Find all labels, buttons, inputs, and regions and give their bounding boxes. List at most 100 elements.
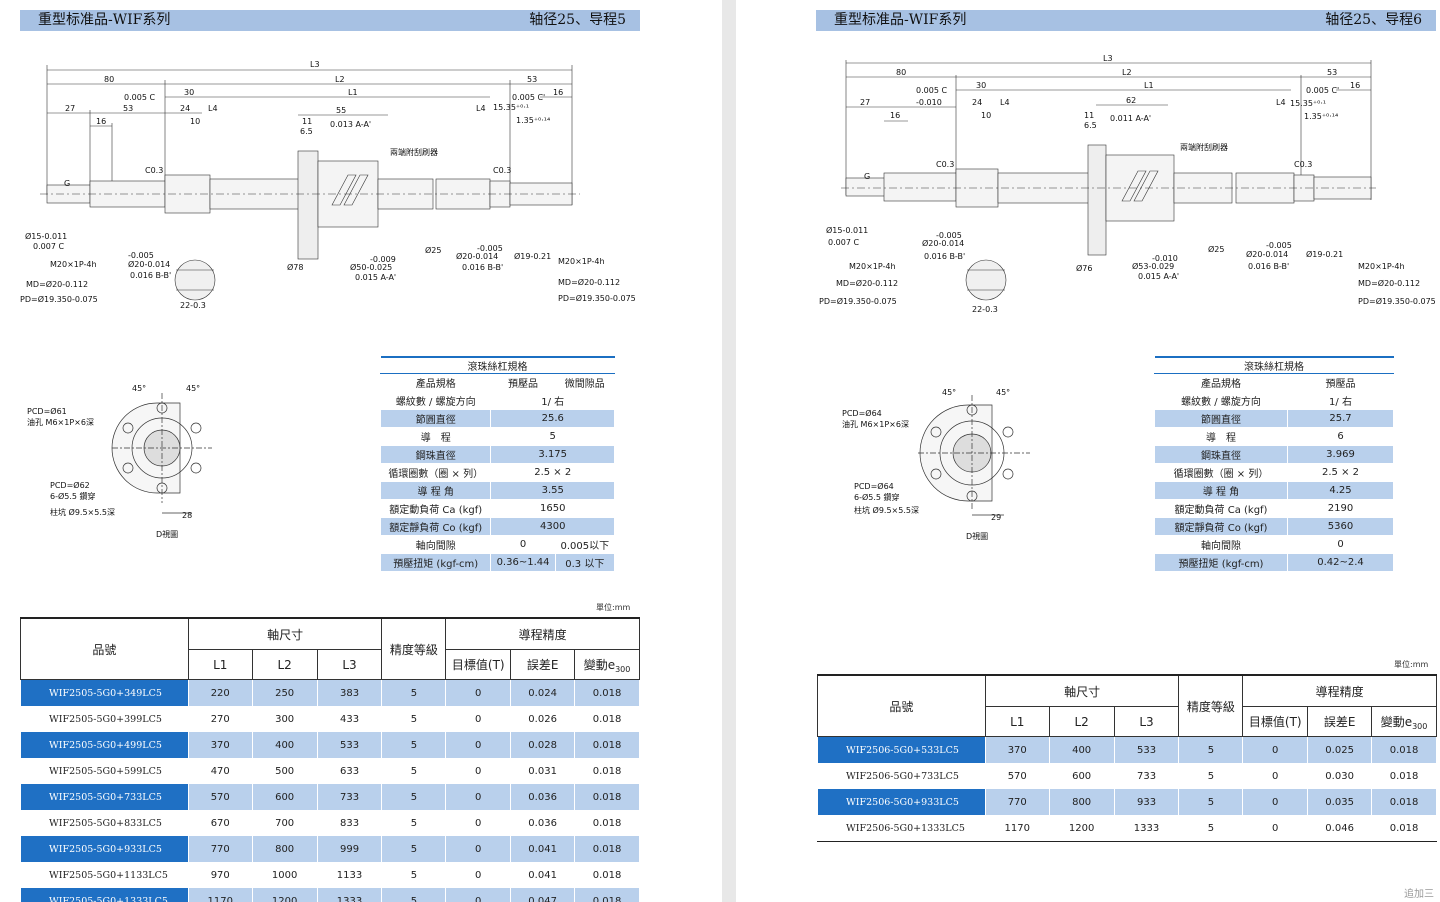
spec-value: 0	[490, 535, 556, 554]
col-variation-label: 變動e	[1380, 714, 1413, 729]
runout-aa: 0.015 A-A'	[355, 273, 396, 282]
cell: 0.018	[574, 679, 640, 706]
cell: 800	[1048, 789, 1115, 815]
cell: 0	[445, 758, 512, 784]
cell: 5	[381, 836, 447, 862]
cell: 1000	[251, 862, 318, 888]
spec-value: 2.5 × 2	[490, 463, 615, 482]
cell: 5	[1178, 736, 1244, 763]
wiper-note: 兩端附刮刷器	[1180, 142, 1228, 152]
cell: 0.035	[1307, 789, 1373, 815]
col-L3: L3	[1113, 706, 1180, 737]
tol-1-35: 1.35⁺⁰·¹⁴	[516, 116, 550, 125]
cell: 0.018	[574, 784, 640, 810]
tol-rt2: 0.011 A-A'	[1110, 114, 1151, 123]
tol-15-35: 15.35⁺⁰·¹	[493, 103, 529, 112]
cell: 0.025	[1307, 736, 1373, 763]
ball-screw-drawing: L3 80 L2 53 30 L1 16 27 -0.010 24 L4 62 …	[816, 55, 1440, 315]
col-lead-accuracy: 導程精度	[445, 617, 640, 650]
spec-value: 1/ 右	[490, 391, 615, 410]
md-dia-right: MD=Ø20-0.112	[1358, 278, 1420, 288]
cell: 0.028	[510, 732, 576, 758]
cell: 5	[381, 888, 447, 902]
oil-hole: 油孔 M6×1P×6深	[842, 419, 909, 429]
spec-value: 0.42~2.4	[1287, 553, 1394, 572]
spec-value: 5360	[1287, 517, 1394, 536]
dim-24: 24	[972, 98, 982, 107]
dim-11: 11	[1084, 111, 1094, 120]
col-L2: L2	[1048, 706, 1115, 737]
md-dia: MD=Ø20-0.112	[26, 279, 88, 289]
dim-L2: L2	[335, 75, 345, 84]
cell-part: WIF2505-5G0+399LC5	[20, 706, 189, 732]
tol-rt2: 0.013 A-A'	[330, 120, 371, 129]
cell: 1333	[1113, 815, 1180, 842]
watermark: 追加三	[1404, 889, 1434, 900]
cell: 570	[984, 763, 1050, 789]
cell: 1170	[984, 815, 1050, 842]
col-L1: L1	[187, 649, 253, 680]
chamfer-c03-right: C0.3	[1294, 160, 1312, 169]
cell: 533	[316, 732, 383, 758]
grind-mark: G	[64, 179, 70, 188]
header-spec: 轴径25、导程5	[529, 12, 626, 28]
cell: 5	[381, 679, 447, 706]
cell: 0.018	[1371, 736, 1437, 763]
cell: 600	[251, 784, 318, 810]
md-dia-right: MD=Ø20-0.112	[558, 277, 620, 287]
spec-caption: 滾珠絲杠規格	[380, 356, 615, 374]
dim-53a: 53	[527, 75, 537, 84]
dim-80: 80	[104, 75, 114, 84]
spec-value: 0	[1287, 535, 1394, 554]
spec-header-clearance: 微間隙品	[554, 373, 616, 392]
cell: 570	[187, 784, 253, 810]
perp-tol: 0.007 C	[33, 242, 64, 251]
spec-value: 6	[1287, 427, 1394, 446]
d-view-label: D視圖	[156, 530, 178, 539]
cell: 1170	[187, 888, 253, 902]
spec-caption: 滾珠絲杠規格	[1154, 356, 1394, 374]
cell: 0.036	[510, 810, 576, 836]
d53-lower: -0.010	[1152, 254, 1178, 263]
spec-label: 節圓直徑	[1154, 409, 1288, 428]
d19: Ø19-0.21	[1306, 249, 1343, 259]
cell: 800	[251, 836, 318, 862]
cell: 270	[187, 706, 253, 732]
col-target: 目標值(T)	[445, 649, 512, 680]
thread-m20-right: M20×1P-4h	[558, 257, 605, 266]
spec-value: 3.175	[490, 445, 615, 464]
spec-label: 導 程	[1154, 427, 1288, 446]
cell-part: WIF2505-5G0+933LC5	[20, 836, 189, 862]
spec-value: 1/ 右	[1287, 391, 1394, 410]
cell: 770	[984, 789, 1050, 815]
flange-d78: Ø78	[287, 262, 303, 272]
cell: 733	[316, 784, 383, 810]
col-grade: 精度等級	[381, 617, 447, 680]
spec-value: 25.7	[1287, 409, 1394, 428]
shaft-end-diameter: Ø15-0.011	[25, 231, 67, 241]
nut-d50: Ø50-0.025	[350, 262, 392, 272]
spec-label: 循環圈數（圈 × 列）	[379, 463, 492, 482]
cell: 1200	[1048, 815, 1115, 842]
col-variation-label: 變動e	[583, 657, 616, 672]
cell: 733	[1113, 763, 1180, 789]
spec-label: 軸向間隙	[379, 535, 492, 554]
cell: 533	[1113, 736, 1180, 763]
tol-rt3: 0.005 C'	[1306, 86, 1339, 95]
spec-header-preload: 預壓品	[1287, 373, 1394, 392]
chamfer-c03: C0.3	[936, 160, 954, 169]
oil-hole: 油孔 M6×1P×6深	[27, 417, 94, 427]
cell: 400	[1048, 736, 1115, 763]
pcd-64: PCD=Ø64	[842, 408, 882, 418]
unit-label: 單位:mm	[1394, 660, 1429, 669]
cell: 0	[445, 706, 512, 732]
pd-dia-right: PD=Ø19.350-0.075	[1358, 296, 1436, 306]
flange-d-view: 45° 45° PCD=Ø64 油孔 M6×1P×6深 PCD=Ø64 6-Ø5…	[840, 385, 1030, 550]
dim-24: 24	[180, 104, 190, 113]
cell: 0.041	[510, 836, 576, 862]
pcd-61: PCD=Ø61	[27, 406, 67, 416]
dim-6-5: 6.5	[300, 127, 313, 136]
